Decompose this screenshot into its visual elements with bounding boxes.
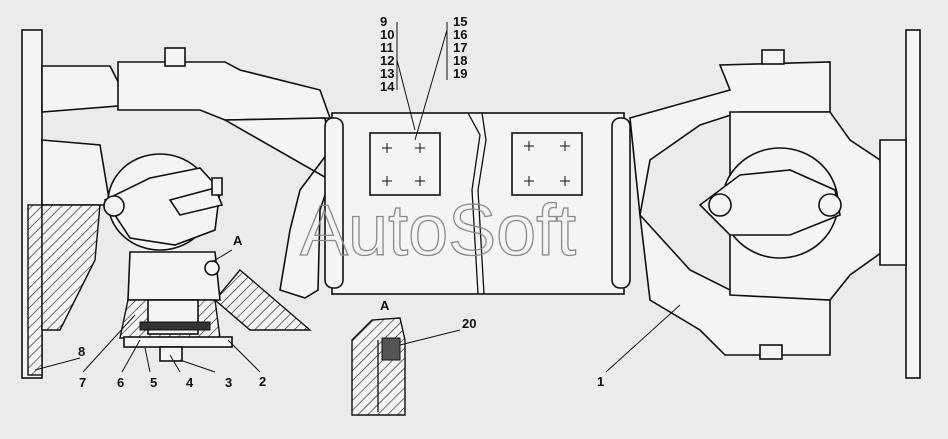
callout-18: 18: [453, 53, 467, 68]
callout-15: 15: [453, 14, 467, 29]
callout-20: 20: [462, 316, 476, 331]
detail-a: [351, 317, 406, 416]
leader-lines: [34, 22, 681, 373]
callout-2: 2: [259, 374, 266, 389]
callout-17: 17: [453, 40, 467, 55]
callout-3: 3: [225, 375, 232, 390]
watermark: AutoSoft: [300, 191, 576, 271]
callout-5: 5: [150, 375, 157, 390]
right-flange: [879, 29, 921, 379]
bearing-assembly: [119, 251, 233, 362]
callout-left-stack: 9 10 11 12 13 14: [380, 14, 395, 94]
callout-11: 11: [380, 40, 394, 55]
section-label-a: A: [233, 233, 243, 248]
callout-12: 12: [380, 53, 394, 68]
callout-19: 19: [453, 66, 467, 81]
callout-14: 14: [380, 79, 395, 94]
callout-13: 13: [380, 66, 394, 81]
callout-4: 4: [186, 375, 194, 390]
center-shaft: [324, 112, 631, 295]
callout-9: 9: [380, 14, 387, 29]
callout-7: 7: [79, 375, 86, 390]
detail-label-a: A: [380, 298, 390, 313]
callout-10: 10: [380, 27, 394, 42]
callout-parts: 1 2 3 4 5 6 7 8 20: [78, 316, 604, 390]
left-yoke: [103, 47, 332, 331]
right-yoke: [629, 49, 886, 360]
callout-6: 6: [117, 375, 124, 390]
callout-right-stack: 15 16 17 18 19: [453, 14, 467, 81]
callout-1: 1: [597, 374, 604, 389]
callout-8: 8: [78, 344, 85, 359]
callout-16: 16: [453, 27, 467, 42]
left-flange: [21, 29, 132, 379]
